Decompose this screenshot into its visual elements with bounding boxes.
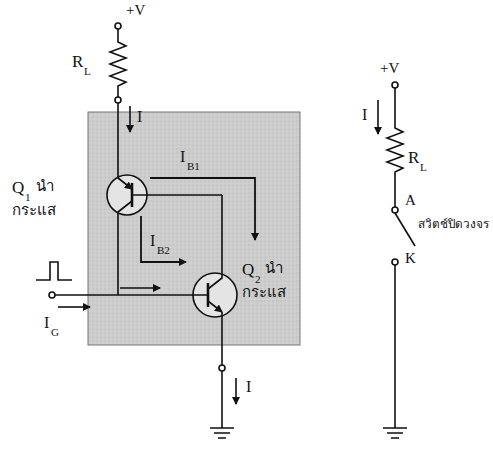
state-text: นำ xyxy=(36,178,54,195)
current-label: I xyxy=(246,378,251,396)
state-text: กระแส xyxy=(12,202,56,219)
terminal-label: K xyxy=(405,250,416,267)
transistor-label: Q xyxy=(12,178,24,198)
supply-label: +V xyxy=(380,60,399,77)
current-label: I xyxy=(180,148,185,166)
resistor-label: R xyxy=(72,52,83,72)
state-text: นำ xyxy=(265,260,283,277)
subscript: B1 xyxy=(187,160,200,173)
gate-pulse-symbol xyxy=(36,262,72,280)
ig-arrow xyxy=(58,306,90,308)
switch-label: สวิตช์ปิดวงจร xyxy=(418,218,489,232)
supply-label: +V xyxy=(126,2,145,19)
current-arrow xyxy=(120,287,160,289)
subscript: B2 xyxy=(157,244,170,257)
anode-terminal xyxy=(392,207,398,213)
current-arrow xyxy=(377,100,379,134)
gate-terminal xyxy=(49,292,55,298)
anode-terminal xyxy=(115,97,121,103)
ib2-arrow xyxy=(141,216,186,262)
supply-terminal xyxy=(392,82,398,88)
transistor-label: Q xyxy=(242,260,254,280)
cathode-terminal xyxy=(219,365,225,371)
resistor-symbol xyxy=(110,29,126,97)
scr-body-shading xyxy=(88,112,300,345)
current-arrow xyxy=(129,106,131,132)
current-label: I xyxy=(44,314,49,332)
subscript: L xyxy=(84,65,91,78)
ground-symbol xyxy=(383,428,407,438)
ib1-arrow xyxy=(150,178,255,240)
current-label: I xyxy=(150,232,155,250)
supply-terminal xyxy=(115,23,121,29)
current-label: I xyxy=(362,106,367,124)
subscript: G xyxy=(51,326,59,339)
terminal-label: A xyxy=(405,192,416,209)
state-text: กระแส xyxy=(242,284,286,301)
ground-symbol xyxy=(210,428,234,438)
current-label: I xyxy=(137,108,142,126)
cathode-terminal xyxy=(392,259,398,265)
resistor-symbol xyxy=(387,88,403,207)
switch-symbol xyxy=(395,213,415,246)
subscript: L xyxy=(420,161,427,174)
resistor-label: R xyxy=(408,148,419,168)
current-arrow xyxy=(235,378,237,404)
